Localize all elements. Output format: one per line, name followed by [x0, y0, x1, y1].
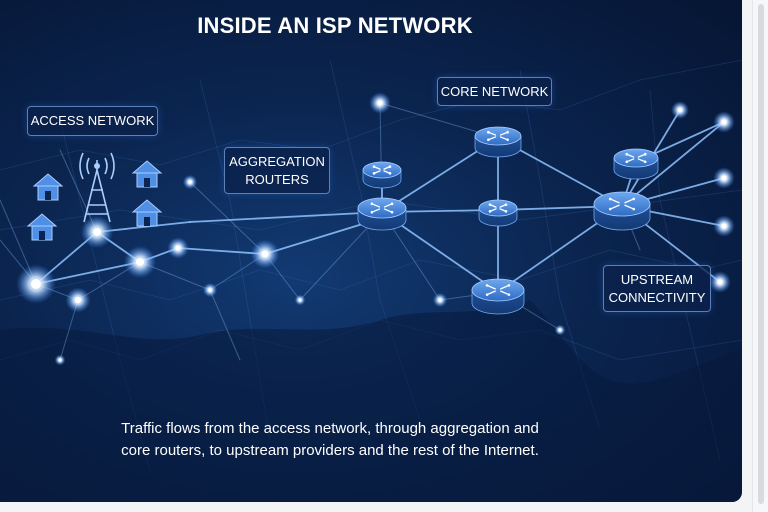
access-network-label: ACCESS NETWORK: [27, 106, 158, 136]
network-node: [438, 298, 442, 302]
network-node: [721, 223, 726, 228]
network-node: [31, 279, 41, 289]
router-arrow-head: [625, 153, 628, 156]
coastline-shape: [0, 300, 742, 502]
router-arrow-head: [389, 165, 392, 168]
router-arrow-head: [489, 210, 492, 213]
router-arrow-head: [371, 203, 374, 206]
router-icon: [594, 192, 650, 230]
house-icon: [133, 200, 161, 226]
network-node: [93, 228, 101, 236]
core-network-label: CORE NETWORK: [437, 77, 552, 106]
network-node: [261, 250, 268, 257]
router-top: [614, 149, 658, 167]
network-node: [721, 119, 726, 124]
router-arrow-head: [644, 153, 647, 156]
caption-line-1: Traffic flows from the access network, t…: [110, 418, 550, 440]
router-top: [594, 192, 650, 216]
router-icon: [358, 198, 406, 230]
network-node: [678, 108, 683, 113]
network-node: [721, 175, 726, 180]
aggregation-routers-label: AGGREGATION ROUTERS: [224, 147, 330, 194]
network-node: [175, 245, 180, 250]
aggregation-label-line2: ROUTERS: [245, 171, 309, 189]
network-link: [190, 212, 382, 222]
router-arrow-head: [371, 211, 374, 214]
router-arrow-head: [625, 160, 628, 163]
router-top: [479, 200, 517, 216]
router-arrow-head: [506, 131, 509, 134]
router-arrow-head: [609, 208, 612, 211]
router-arrow-head: [609, 198, 612, 201]
router-arrow-head: [506, 138, 509, 141]
router-icon: [475, 127, 521, 157]
router-arrow-head: [391, 211, 394, 214]
access-network-label-text: ACCESS NETWORK: [31, 112, 155, 130]
router-icon: [479, 200, 517, 226]
router-arrow-head: [489, 203, 492, 206]
router-icon: [363, 162, 401, 188]
diagram-caption: Traffic flows from the access network, t…: [110, 418, 550, 462]
router-arrow-head: [508, 293, 511, 296]
isp-network-diagram: INSIDE AN ISP NETWORK ACCESS NETWORK COR…: [0, 0, 742, 502]
network-node: [136, 258, 144, 266]
upstream-connectivity-label: UPSTREAM CONNECTIVITY: [603, 265, 711, 312]
network-node: [75, 297, 81, 303]
network-node: [208, 288, 212, 292]
network-node: [559, 329, 562, 332]
router-arrow-head: [487, 131, 490, 134]
network-node: [377, 100, 382, 105]
network-link-faint: [380, 103, 382, 212]
router-icon: [472, 279, 524, 314]
network-node: [299, 299, 302, 302]
house-icon: [34, 174, 62, 200]
router-arrow-head: [505, 203, 508, 206]
upstream-label-line2: CONNECTIVITY: [609, 289, 706, 307]
page-scrollbar[interactable]: [752, 0, 768, 512]
network-node: [188, 180, 192, 184]
router-icon: [614, 149, 658, 179]
router-arrow-head: [508, 284, 511, 287]
house-icon: [28, 214, 56, 240]
house-icon: [133, 161, 161, 187]
caption-line-2: core routers, to upstream providers and …: [110, 440, 550, 462]
router-arrow-head: [632, 198, 635, 201]
router-top: [472, 279, 524, 301]
router-arrow-head: [632, 208, 635, 211]
network-node: [717, 279, 722, 284]
router-arrow-head: [487, 138, 490, 141]
router-arrow-head: [373, 165, 376, 168]
router-arrow-head: [391, 203, 394, 206]
upstream-label-line1: UPSTREAM: [621, 271, 693, 289]
router-arrow-head: [389, 172, 392, 175]
router-arrow-head: [486, 293, 489, 296]
router-arrow-head: [644, 160, 647, 163]
router-arrow-head: [373, 172, 376, 175]
aggregation-label-line1: AGGREGATION: [229, 153, 325, 171]
core-network-label-text: CORE NETWORK: [441, 83, 549, 101]
diagram-title: INSIDE AN ISP NETWORK: [0, 13, 670, 39]
scrollbar-thumb[interactable]: [758, 4, 764, 504]
router-top: [358, 198, 406, 218]
router-top: [363, 162, 401, 178]
router-arrow-head: [505, 210, 508, 213]
router-arrow-head: [486, 284, 489, 287]
network-node: [59, 359, 62, 362]
router-top: [475, 127, 521, 145]
